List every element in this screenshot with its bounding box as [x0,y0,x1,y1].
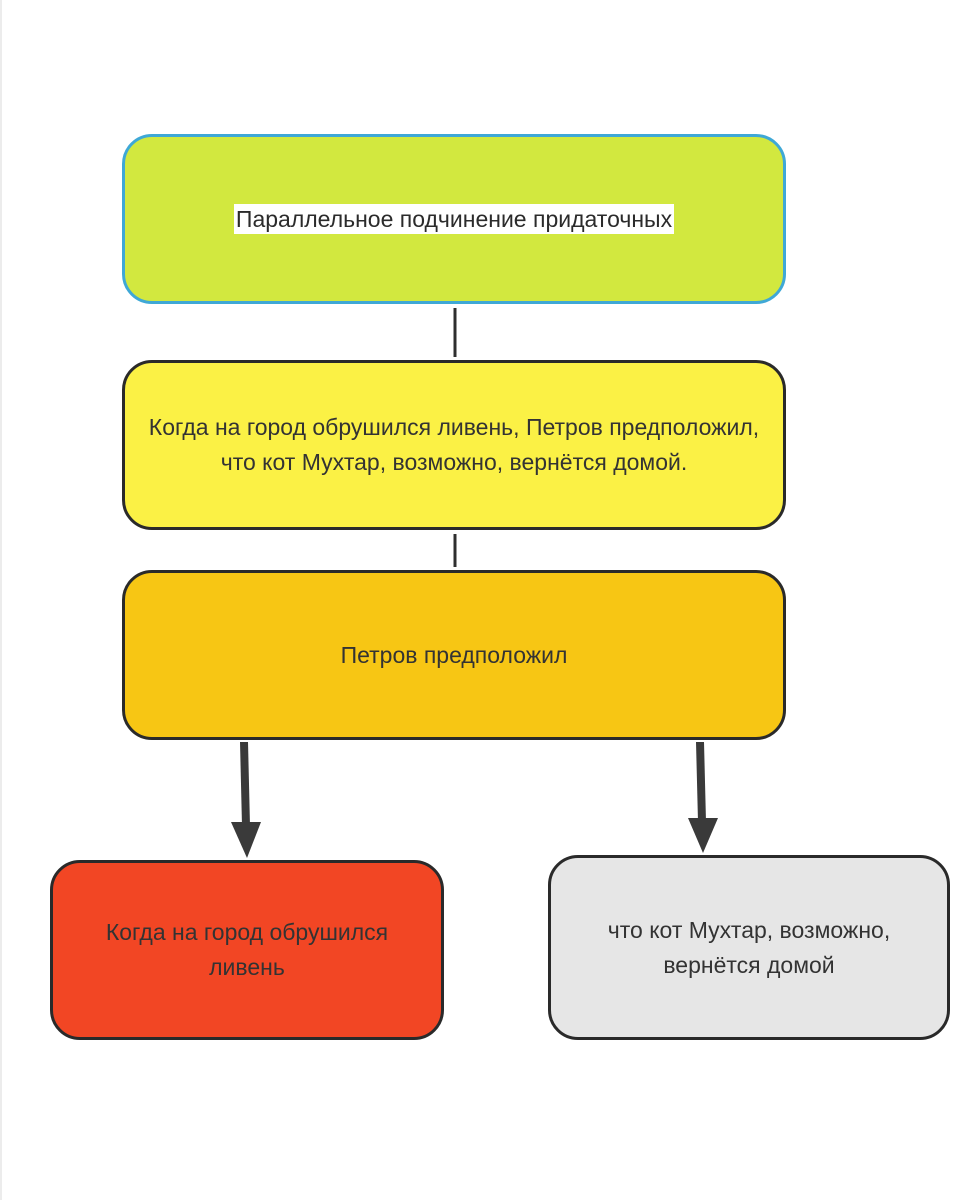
arrow-right-shaft [696,742,706,822]
title-node-label: Параллельное подчинение придаточных [233,204,675,234]
subordinate-clause-left-label: Когда на город обрушился ливень [105,919,389,980]
sentence-node: Когда на город обрушился ливень, Петров … [122,360,786,530]
subordinate-clause-right-label: что кот Мухтар, возможно, вернётся домой [607,916,891,978]
arrow-left-shaft [240,742,250,826]
main-clause-node: Петров предположил [122,570,786,740]
arrow-right-head [688,818,718,853]
title-node: Параллельное подчинение придаточных [122,134,786,304]
arrow-left-head [231,822,261,858]
arrow-main-to-right-clause [688,742,718,853]
arrow-main-to-left-clause [231,742,261,858]
main-clause-node-label: Петров предположил [340,641,568,668]
subordinate-clause-left-node: Когда на город обрушился ливень [50,860,444,1040]
subordinate-clause-right-node: что кот Мухтар, возможно, вернётся домой [548,855,950,1040]
sentence-node-label: Когда на город обрушился ливень, Петров … [148,414,760,475]
